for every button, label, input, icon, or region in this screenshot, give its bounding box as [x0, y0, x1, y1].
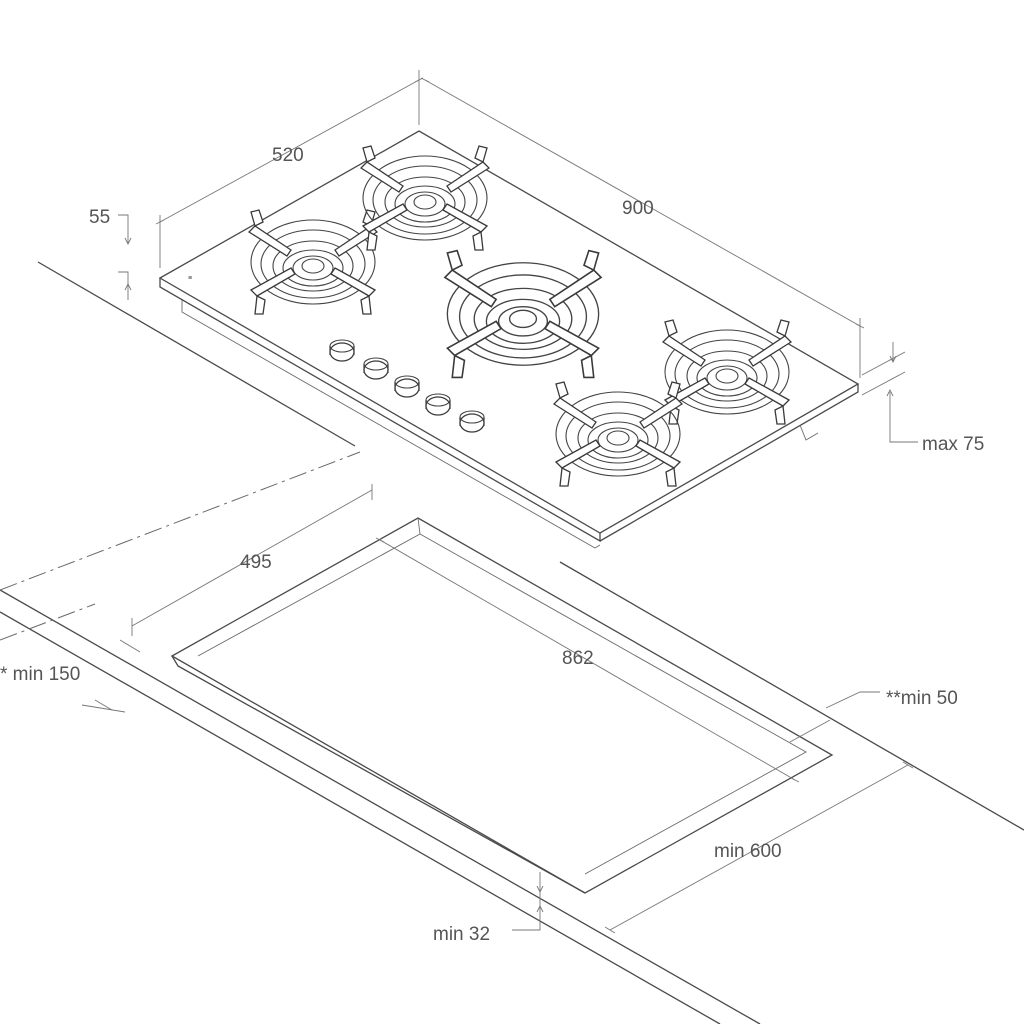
dim-hob-width: 900: [622, 198, 654, 219]
knob-icon: [363, 357, 389, 380]
dim-cutout-depth: 495: [240, 552, 272, 573]
knob-icon: [329, 339, 355, 362]
burner-front-right: [662, 319, 792, 425]
brand-logo: ≡: [188, 275, 192, 282]
knob-icon: [459, 410, 485, 433]
dimension-labels: 520 900 55 max 75 495 862 * min 150 **mi…: [0, 145, 984, 945]
knob-icon: [425, 393, 451, 416]
hob-dimension-lines: [118, 70, 918, 443]
dim-worktop-depth: min 600: [714, 841, 782, 862]
dim-rear-clearance: **min 50: [886, 688, 958, 709]
dim-cutout-width: 862: [562, 648, 594, 669]
dim-hob-thickness: 55: [89, 207, 110, 228]
dim-under-depth: max 75: [922, 434, 984, 455]
burner-center-wok: [444, 249, 602, 379]
control-knobs: [329, 339, 485, 433]
dim-hob-depth: 520: [272, 145, 304, 166]
dim-worktop-thickness: min 32: [433, 924, 490, 945]
burner-front-center: [553, 381, 683, 487]
worktop-dimension-lines: [81, 484, 914, 934]
knob-icon: [394, 375, 420, 398]
dim-front-clearance: * min 150: [0, 664, 80, 685]
hob: ≡: [158, 130, 860, 549]
burner-rear-center: [360, 145, 490, 251]
worktop: [0, 261, 1024, 1024]
burner-rear-left: [248, 209, 378, 315]
